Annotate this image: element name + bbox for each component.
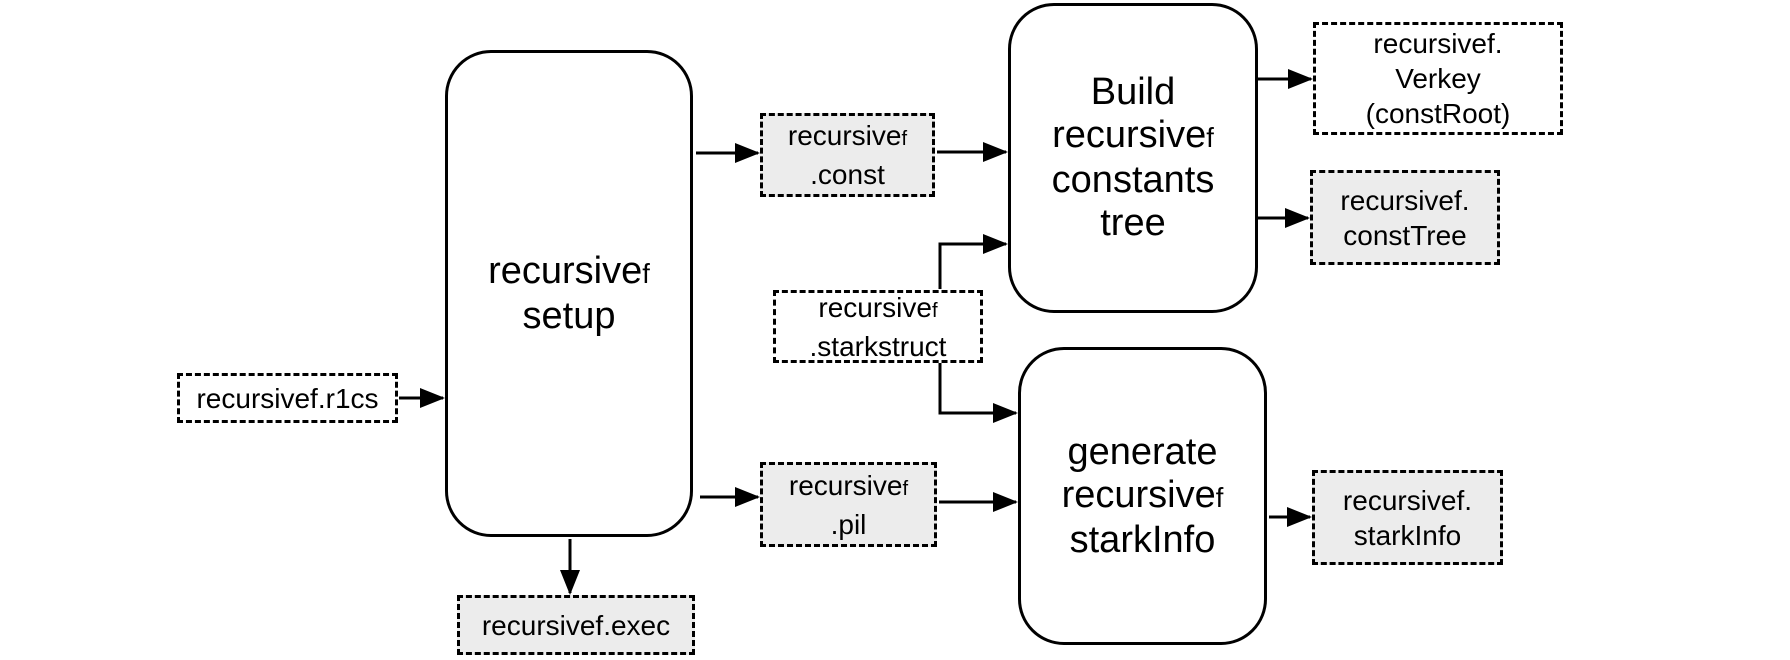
node-label: generate xyxy=(1067,430,1218,473)
node-label: starkInfo xyxy=(1069,518,1216,561)
node-label: recursivef. xyxy=(1340,184,1470,216)
node-label: recursivef. xyxy=(1373,28,1503,59)
node-label: recursivef.exec xyxy=(481,609,671,641)
node-label: .starkstruct xyxy=(809,330,947,362)
node-label: constTree xyxy=(1343,219,1467,251)
edge-starkstruct-to-generate xyxy=(938,363,1018,423)
node-label: starkInfo xyxy=(1353,519,1462,551)
node-label: Verkey xyxy=(1395,63,1481,94)
node-recursivef-const: recursivef .const xyxy=(760,113,935,197)
node-label: recursivef xyxy=(1052,114,1214,156)
node-label: (constRoot) xyxy=(1365,98,1511,129)
edge-starkstruct-to-build xyxy=(938,234,1008,289)
node-label: Build xyxy=(1090,71,1176,113)
node-label: tree xyxy=(1100,202,1166,244)
node-recursivef-starkinfo-file: recursivef. starkInfo xyxy=(1312,470,1503,565)
node-recursivef-r1cs: recursivef.r1cs xyxy=(177,373,398,423)
node-label: .pil xyxy=(830,508,867,540)
node-label: recursivef xyxy=(788,469,909,501)
node-recursivef-starkstruct: recursivef .starkstruct xyxy=(773,290,983,363)
node-label: recursivef xyxy=(787,120,908,151)
node-label: constants xyxy=(1051,159,1215,201)
node-label: recursivef xyxy=(1061,473,1224,516)
node-label: recursivef xyxy=(818,291,938,323)
node-label: .const xyxy=(810,159,885,190)
node-label: recursivef. xyxy=(1342,484,1473,516)
node-generate-recursivef-starkinfo: generate recursivef starkInfo xyxy=(1018,347,1267,645)
node-recursivef-exec: recursivef.exec xyxy=(457,595,695,655)
node-recursivef-verkey-constroot: recursivef. Verkey (constRoot) xyxy=(1313,22,1563,135)
node-label: recursivef xyxy=(488,249,650,292)
node-label: setup xyxy=(522,294,616,337)
node-label: recursivef.r1cs xyxy=(196,382,379,414)
node-build-recursivef-constants-tree: Build recursivef constants tree xyxy=(1008,3,1258,313)
node-recursivef-pil: recursivef .pil xyxy=(760,462,937,547)
node-recursivef-consttree: recursivef. constTree xyxy=(1310,170,1500,265)
node-recursivef-setup: recursivef setup xyxy=(445,50,693,537)
